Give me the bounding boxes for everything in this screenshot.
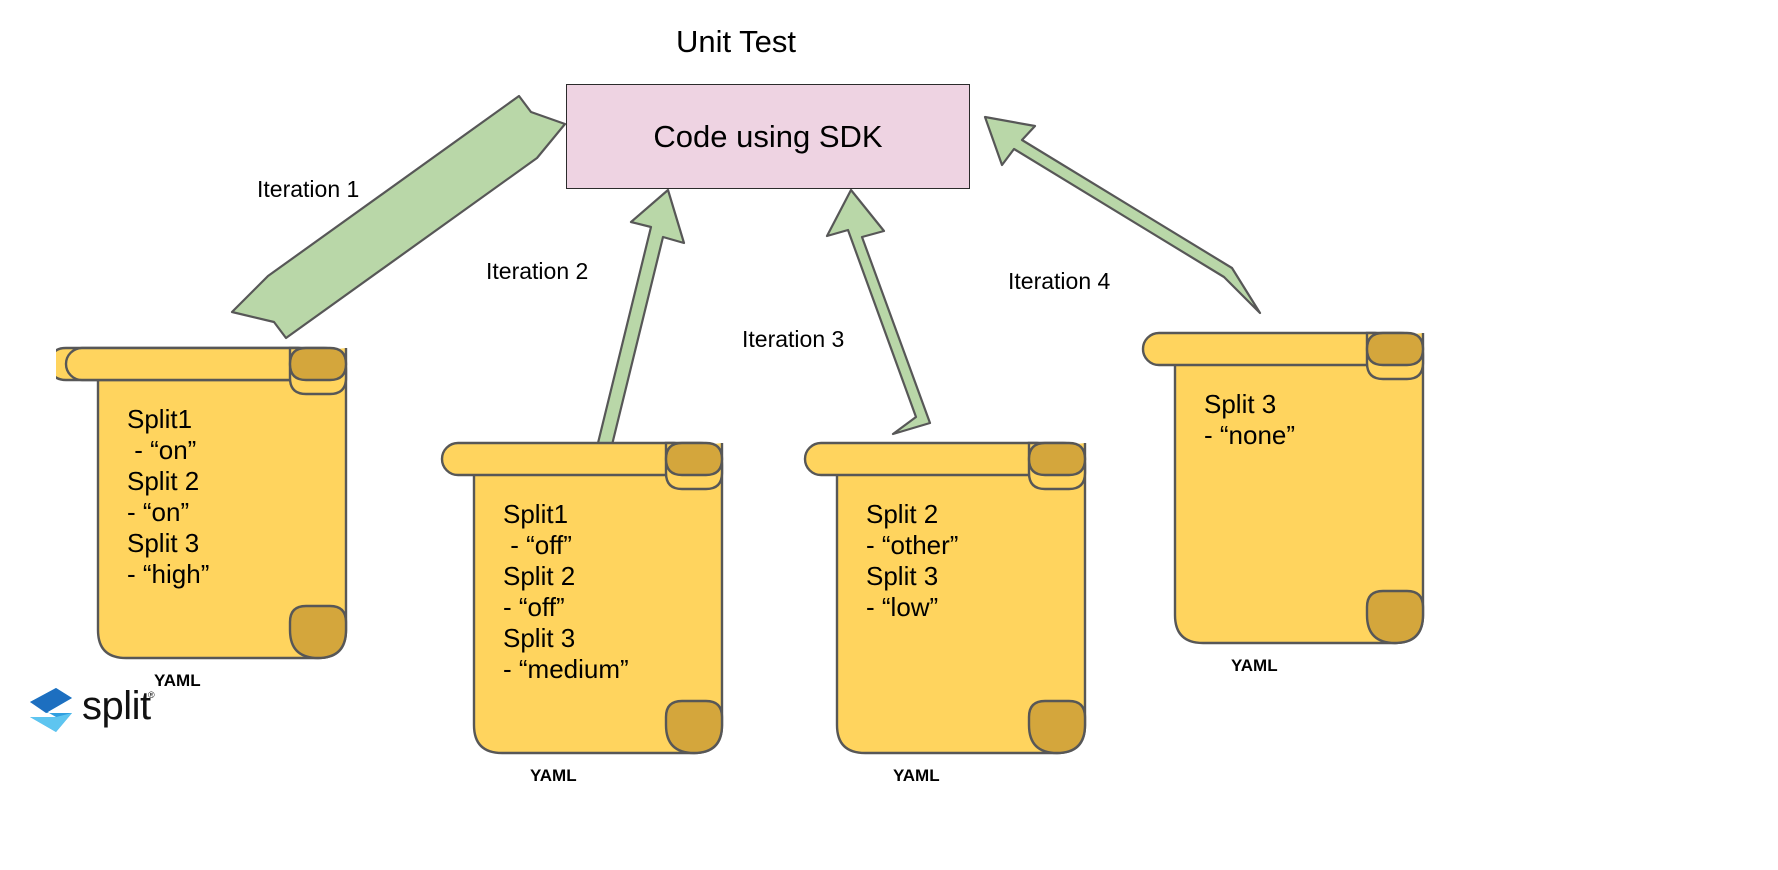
arrow-iteration-2 [569, 188, 686, 455]
code-using-sdk-node[interactable]: Code using SDK [566, 84, 970, 189]
iteration-2-label: Iteration 2 [486, 258, 589, 284]
yaml-document-2[interactable]: YAML Split1 - “off” Split 2 - “off” Spli… [432, 425, 742, 785]
arrow-iteration-3 [825, 188, 932, 436]
scroll-shape-2 [440, 441, 724, 755]
iteration-1-label: Iteration 1 [257, 176, 360, 202]
diagram-title: Unit Test [676, 24, 797, 59]
yaml-document-3[interactable]: YAML Split 2 - “other” Split 3 - “low” [795, 425, 1105, 785]
split-wordmark: split [82, 684, 151, 728]
split-trademark-icon: ® [148, 690, 155, 700]
split-mark-icon [30, 688, 72, 732]
yaml-document-1[interactable]: YAML Split1 - “on” Split 2 - “on” Split … [56, 330, 366, 690]
iteration-3-label: Iteration 3 [742, 326, 845, 352]
scroll-shape-4 [1141, 331, 1425, 645]
iteration-4-label: Iteration 4 [1008, 268, 1111, 294]
scroll-shape-1 [56, 346, 348, 660]
arrow-iteration-1 [230, 94, 567, 340]
arrow-iteration-4 [983, 115, 1262, 315]
split-logo: split ® [30, 684, 155, 736]
code-using-sdk-label: Code using SDK [653, 118, 883, 154]
yaml-document-4[interactable]: YAML Split 3 - “none” [1133, 315, 1443, 675]
scroll-shape-3 [803, 441, 1087, 755]
